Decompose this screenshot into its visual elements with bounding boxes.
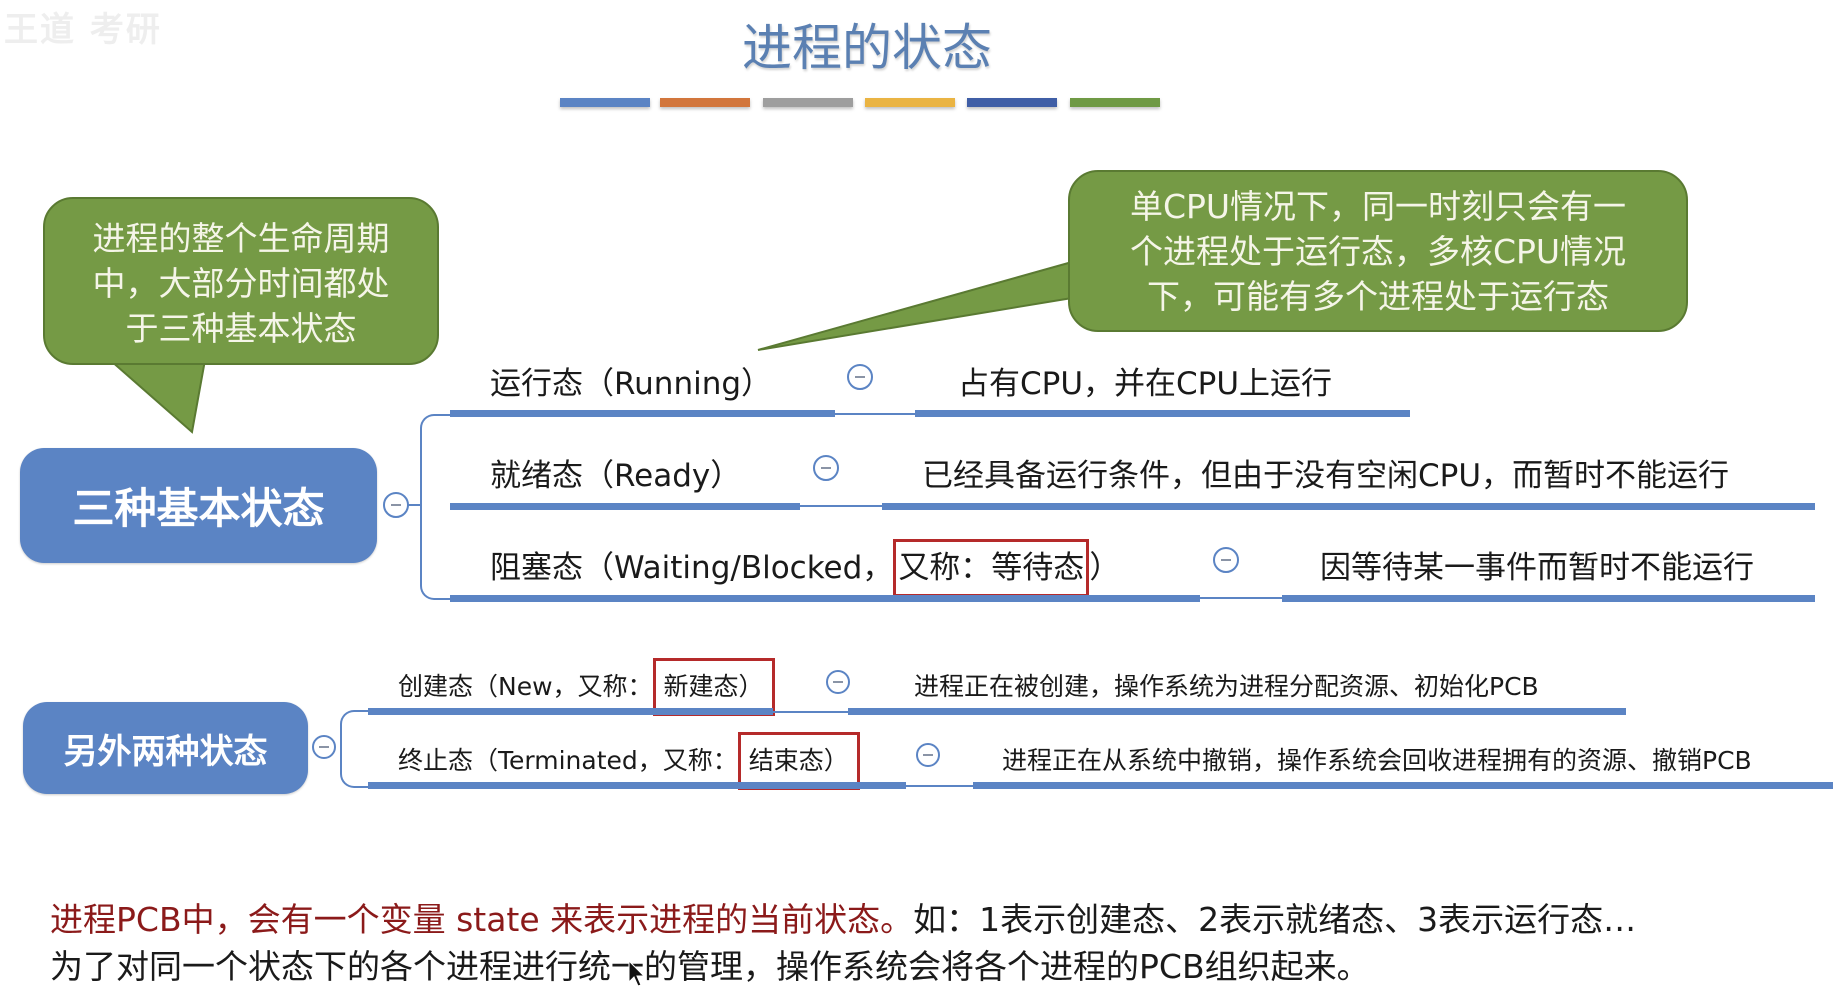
- underline: [973, 782, 1833, 789]
- state-new-desc: 进程正在被创建，操作系统为进程分配资源、初始化PCB: [914, 672, 1539, 701]
- underline: [848, 708, 1626, 715]
- connector: [773, 711, 848, 713]
- state-terminated-desc: 进程正在从系统中撤销，操作系统会回收进程拥有的资源、撤销PCB: [1002, 746, 1752, 775]
- highlight-box: 又称：等待态: [893, 539, 1090, 597]
- state-new-name: 创建态（New，又称：: [398, 672, 653, 701]
- connector: [835, 413, 915, 415]
- footer-line-2: 为了对同一个状态下的各个进程进行统一的管理，操作系统会将各个进程的PCB组织起来…: [50, 947, 1370, 986]
- state-new-label: 创建态（New，又称：新建态）: [398, 658, 775, 716]
- state-blocked-label: 阻塞态（Waiting/Blocked，又称：等待态）: [490, 539, 1121, 597]
- underline: [915, 410, 1410, 417]
- callout-line: 中，大部分时间都处: [92, 264, 390, 303]
- state-blocked-suffix: ）: [1089, 550, 1121, 586]
- connector: [800, 505, 882, 507]
- state-ready-label: 就绪态（Ready）: [490, 458, 742, 494]
- collapse-terminated-icon[interactable]: [916, 743, 940, 767]
- state-running-label: 运行态（Running）: [490, 366, 773, 402]
- underline: [368, 782, 906, 789]
- slide-title: 进程的状态: [742, 19, 992, 77]
- collapse-new-icon[interactable]: [826, 670, 850, 694]
- callout-line: 进程的整个生命周期: [92, 219, 390, 258]
- decor-bar-orange: [660, 98, 750, 107]
- underline: [368, 708, 773, 715]
- decor-bar-blue: [560, 98, 650, 107]
- node-label: 三种基本状态: [72, 484, 325, 533]
- collapse-blocked-icon[interactable]: [1213, 547, 1239, 573]
- mouse-cursor-icon: [628, 960, 646, 987]
- callout-lifecycle: 进程的整个生命周期 中，大部分时间都处 于三种基本状态: [43, 197, 439, 365]
- branch-bracket: [420, 414, 450, 600]
- callout-line: 下，可能有多个进程处于运行态: [1147, 277, 1609, 316]
- watermark-logo: 王道 考研: [4, 10, 162, 50]
- decor-bar-green: [1070, 98, 1160, 107]
- underline: [882, 503, 1815, 510]
- state-blocked-name: 阻塞态（Waiting/Blocked，: [490, 550, 894, 586]
- connector: [1200, 597, 1282, 599]
- node-basic-states[interactable]: 三种基本状态: [20, 448, 377, 563]
- footer-example: 如：1表示创建态、2表示就绪态、3表示运行态…: [913, 900, 1637, 939]
- footer-highlight: 进程PCB中，会有一个变量 state 来表示进程的当前状态。: [50, 900, 914, 939]
- collapse-running-icon[interactable]: [847, 364, 873, 390]
- state-blocked-desc: 因等待某一事件而暂时不能运行: [1320, 550, 1754, 586]
- collapse-other-states-icon[interactable]: [312, 735, 336, 759]
- connector: [906, 785, 973, 787]
- footer-line-1: 进程PCB中，会有一个变量 state 来表示进程的当前状态。如：1表示创建态、…: [50, 893, 1636, 941]
- connector: [408, 504, 422, 506]
- state-terminated-name: 终止态（Terminated，又称：: [398, 746, 738, 775]
- collapse-basic-states-icon[interactable]: [383, 492, 409, 518]
- state-running-desc: 占有CPU，并在CPU上运行: [958, 366, 1333, 402]
- state-ready-desc: 已经具备运行条件，但由于没有空闲CPU，而暂时不能运行: [922, 458, 1730, 494]
- callout-line: 个进程处于运行态，多核CPU情况: [1129, 232, 1627, 271]
- underline: [450, 595, 1200, 602]
- state-terminated-label: 终止态（Terminated，又称：结束态）: [398, 732, 860, 790]
- node-label: 另外两种状态: [63, 731, 268, 772]
- callout-line: 于三种基本状态: [125, 309, 357, 348]
- decor-bar-darkblue: [967, 98, 1057, 107]
- node-other-states[interactable]: 另外两种状态: [23, 702, 308, 794]
- decor-bar-gray: [763, 98, 853, 107]
- callout-line: 单CPU情况下，同一时刻只会有一: [1129, 187, 1627, 226]
- underline: [1282, 595, 1815, 602]
- underline: [450, 503, 800, 510]
- callout-single-cpu: 单CPU情况下，同一时刻只会有一 个进程处于运行态，多核CPU情况 下，可能有多…: [1068, 170, 1688, 332]
- decor-bar-yellow: [865, 98, 955, 107]
- underline: [450, 410, 835, 417]
- branch-bracket: [340, 710, 370, 788]
- collapse-ready-icon[interactable]: [813, 455, 839, 481]
